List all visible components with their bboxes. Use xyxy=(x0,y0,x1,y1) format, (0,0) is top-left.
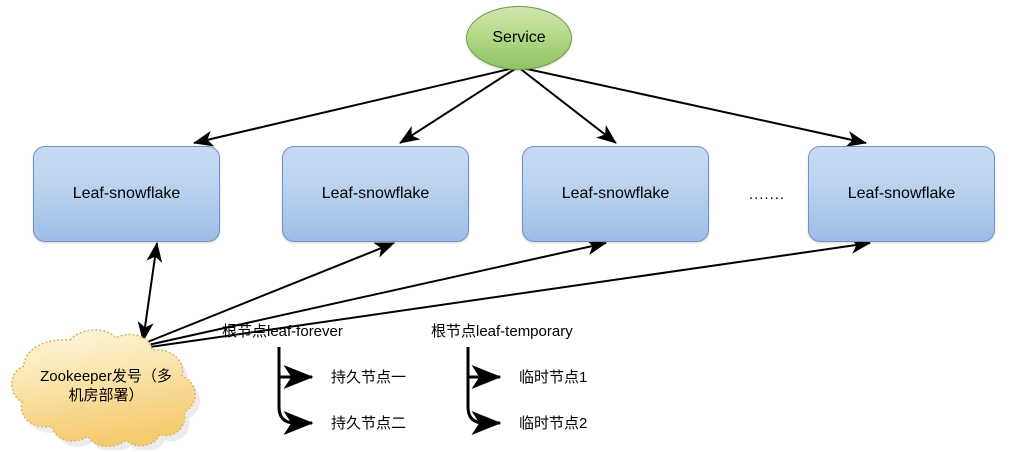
leaf-snowflake-node-3[interactable]: Leaf-snowflake xyxy=(522,146,709,242)
leaf-snowflake-node-4[interactable]: Leaf-snowflake xyxy=(808,146,995,242)
zookeeper-cloud-node[interactable]: Zookeeper发号（多 机房部署） xyxy=(8,328,204,450)
zookeeper-cloud-label-line2: 机房部署） xyxy=(68,387,144,404)
child-label-persistent-1: 持久节点一 xyxy=(331,369,407,386)
ellipsis-label: ....... xyxy=(748,186,786,203)
leaf-snowflake-node-2[interactable]: Leaf-snowflake xyxy=(282,146,469,242)
child-label-temporary-1: 临时节点1 xyxy=(519,369,588,386)
edge-service-to-leaf-2 xyxy=(399,66,519,144)
zookeeper-cloud-label: Zookeeper发号（多 机房部署） xyxy=(26,367,186,405)
child-label-temporary-2: 临时节点2 xyxy=(519,415,588,432)
edge-zookeeper-leaf-1 xyxy=(137,242,163,342)
cloud-shape-icon xyxy=(10,329,200,450)
leaf-snowflake-node-3-label: Leaf-snowflake xyxy=(561,185,670,202)
child-label-persistent-2: 持久节点二 xyxy=(331,415,407,432)
leaf-snowflake-node-1[interactable]: Leaf-snowflake xyxy=(33,146,220,242)
zookeeper-cloud-label-line1: Zookeeper发号（多 xyxy=(40,367,172,385)
edge-zookeeper-leaf-2 xyxy=(144,242,395,344)
leaf-snowflake-node-1-label: Leaf-snowflake xyxy=(72,185,181,202)
edge-service-to-leaf-4 xyxy=(517,66,867,147)
edge-zookeeper-leaf-4 xyxy=(149,237,871,348)
bracket-leaf-temporary xyxy=(466,347,502,435)
leaf-snowflake-node-4-label: Leaf-snowflake xyxy=(847,185,956,202)
edge-service-to-leaf-3 xyxy=(517,66,617,144)
root-label-leaf-forever: 根节点leaf-forever xyxy=(222,323,343,340)
service-node[interactable]: Service xyxy=(466,6,572,70)
edge-zookeeper-leaf-3 xyxy=(147,239,607,346)
service-node-label: Service xyxy=(492,29,546,46)
bracket-leaf-forever xyxy=(277,347,314,435)
root-label-leaf-temporary: 根节点leaf-temporary xyxy=(431,323,573,340)
edge-service-to-leaf-1 xyxy=(193,66,519,147)
leaf-snowflake-node-2-label: Leaf-snowflake xyxy=(321,185,430,202)
